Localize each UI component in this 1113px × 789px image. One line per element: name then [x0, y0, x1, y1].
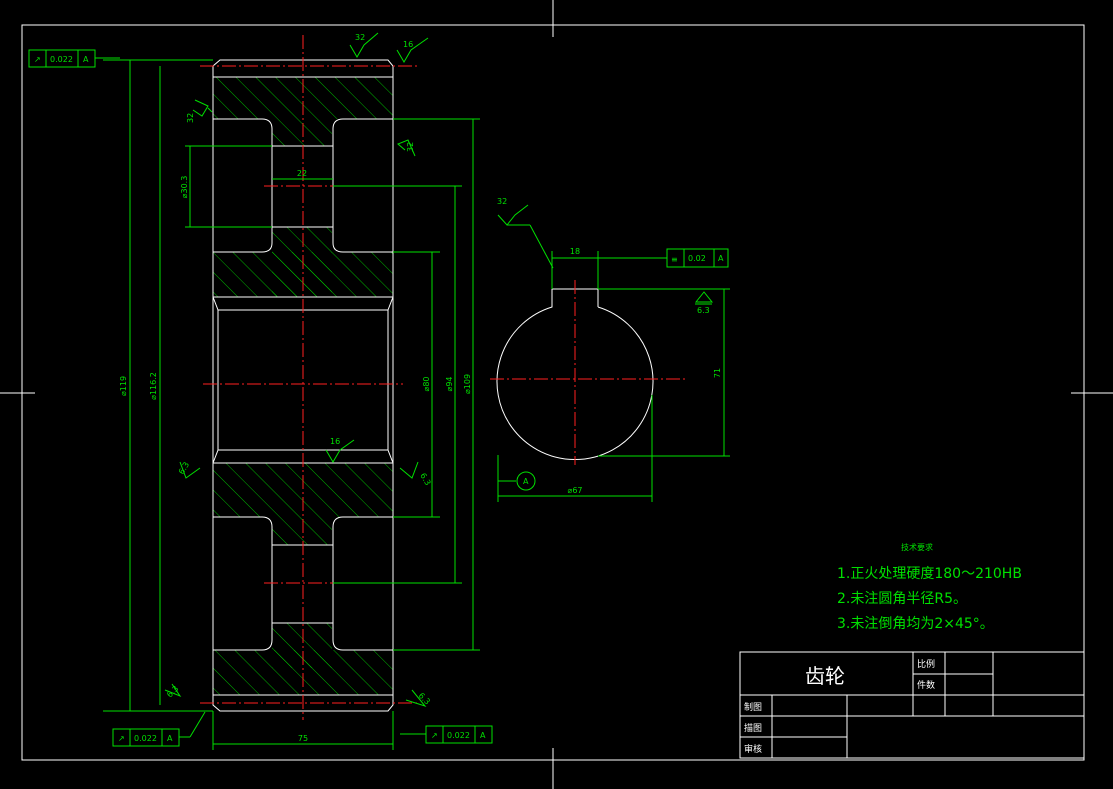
- rough-left-63b: 6.3: [165, 684, 180, 699]
- rough-right-63a: 6.3: [418, 472, 432, 488]
- dim-d303: ⌀30.3: [180, 176, 189, 199]
- vertical-dimensions: [103, 59, 480, 750]
- note-line-3: 3.未注倒角均为2×45°。: [837, 616, 994, 632]
- rough-right-32: 32: [406, 142, 415, 152]
- dim-h71: 71: [713, 368, 722, 378]
- svg-text:A: A: [718, 254, 724, 263]
- technical-notes: 技术要求 1.正火处理硬度180～210HB 2.未注圆角半径R5。 3.未注倒…: [837, 542, 1022, 632]
- svg-text:≡: ≡: [671, 255, 678, 264]
- rough-top-16: 16: [403, 40, 413, 49]
- dim-key18: 18: [570, 247, 580, 256]
- roughness-symbols: [164, 32, 429, 707]
- tolerance-frame-bottom-right: ↗ 0.022 A: [400, 725, 493, 744]
- dim-w22: 22: [297, 169, 307, 178]
- gear-section-view: ⌀119 ⌀116.2 ⌀30.3 ⌀109 ⌀94 ⌀80 22 75 32 …: [28, 32, 493, 750]
- label-design: 制图: [744, 701, 762, 712]
- note-line-1: 1.正火处理硬度180～210HB: [837, 566, 1022, 582]
- svg-text:0.022: 0.022: [50, 55, 73, 64]
- note-line-2: 2.未注圆角半径R5。: [837, 591, 967, 607]
- svg-text:A: A: [167, 734, 173, 743]
- dim-d80: ⌀80: [422, 377, 431, 392]
- title-block: 齿轮 比例 件数 制图 描图 审核: [739, 651, 1085, 759]
- rough-inner-16: 16: [330, 437, 340, 446]
- outer-border: [21, 24, 1085, 761]
- label-check: 审核: [744, 743, 762, 754]
- label-quantity: 件数: [917, 679, 935, 690]
- label-scale: 比例: [917, 658, 935, 669]
- bore-with-keyway: [496, 288, 654, 460]
- datum-a-label: A: [523, 477, 529, 486]
- dim-d67: ⌀67: [568, 486, 583, 495]
- dim-d94: ⌀94: [445, 377, 454, 392]
- label-draw: 描图: [744, 722, 762, 733]
- svg-text:A: A: [480, 731, 486, 740]
- rough-left-32: 32: [186, 113, 195, 123]
- part-name: 齿轮: [805, 664, 845, 688]
- svg-text:↗: ↗: [431, 731, 438, 740]
- tolerance-frame-bottom-left: ↗ 0.022 A: [112, 711, 206, 747]
- notes-heading: 技术要求: [901, 542, 933, 552]
- tolerance-frame-top-left: ↗ 0.022 A: [28, 49, 120, 68]
- rough-key-63: 6.3: [697, 306, 710, 315]
- datum-a-marker: [516, 471, 536, 491]
- svg-text:A: A: [83, 55, 89, 64]
- hub-end-view: A 18 71 ⌀67 32 6.3 ≡ 0.02 A: [490, 197, 730, 502]
- tolerance-frame-keyway: ≡ 0.02 A: [666, 248, 729, 268]
- dim-d116: ⌀116.2: [149, 372, 158, 400]
- dim-d109: ⌀109: [463, 374, 472, 394]
- rough-left-63a: 6.3: [177, 460, 191, 476]
- rough-hub-32: 32: [497, 197, 507, 206]
- dim-w75: 75: [298, 734, 308, 743]
- svg-text:0.02: 0.02: [688, 254, 706, 263]
- dim-d119: ⌀119: [119, 376, 128, 396]
- svg-text:0.022: 0.022: [447, 731, 470, 740]
- section-centerlines: [200, 35, 420, 720]
- svg-text:↗: ↗: [118, 734, 125, 743]
- svg-text:↗: ↗: [34, 55, 41, 64]
- svg-text:0.022: 0.022: [134, 734, 157, 743]
- rough-top-32: 32: [355, 33, 365, 42]
